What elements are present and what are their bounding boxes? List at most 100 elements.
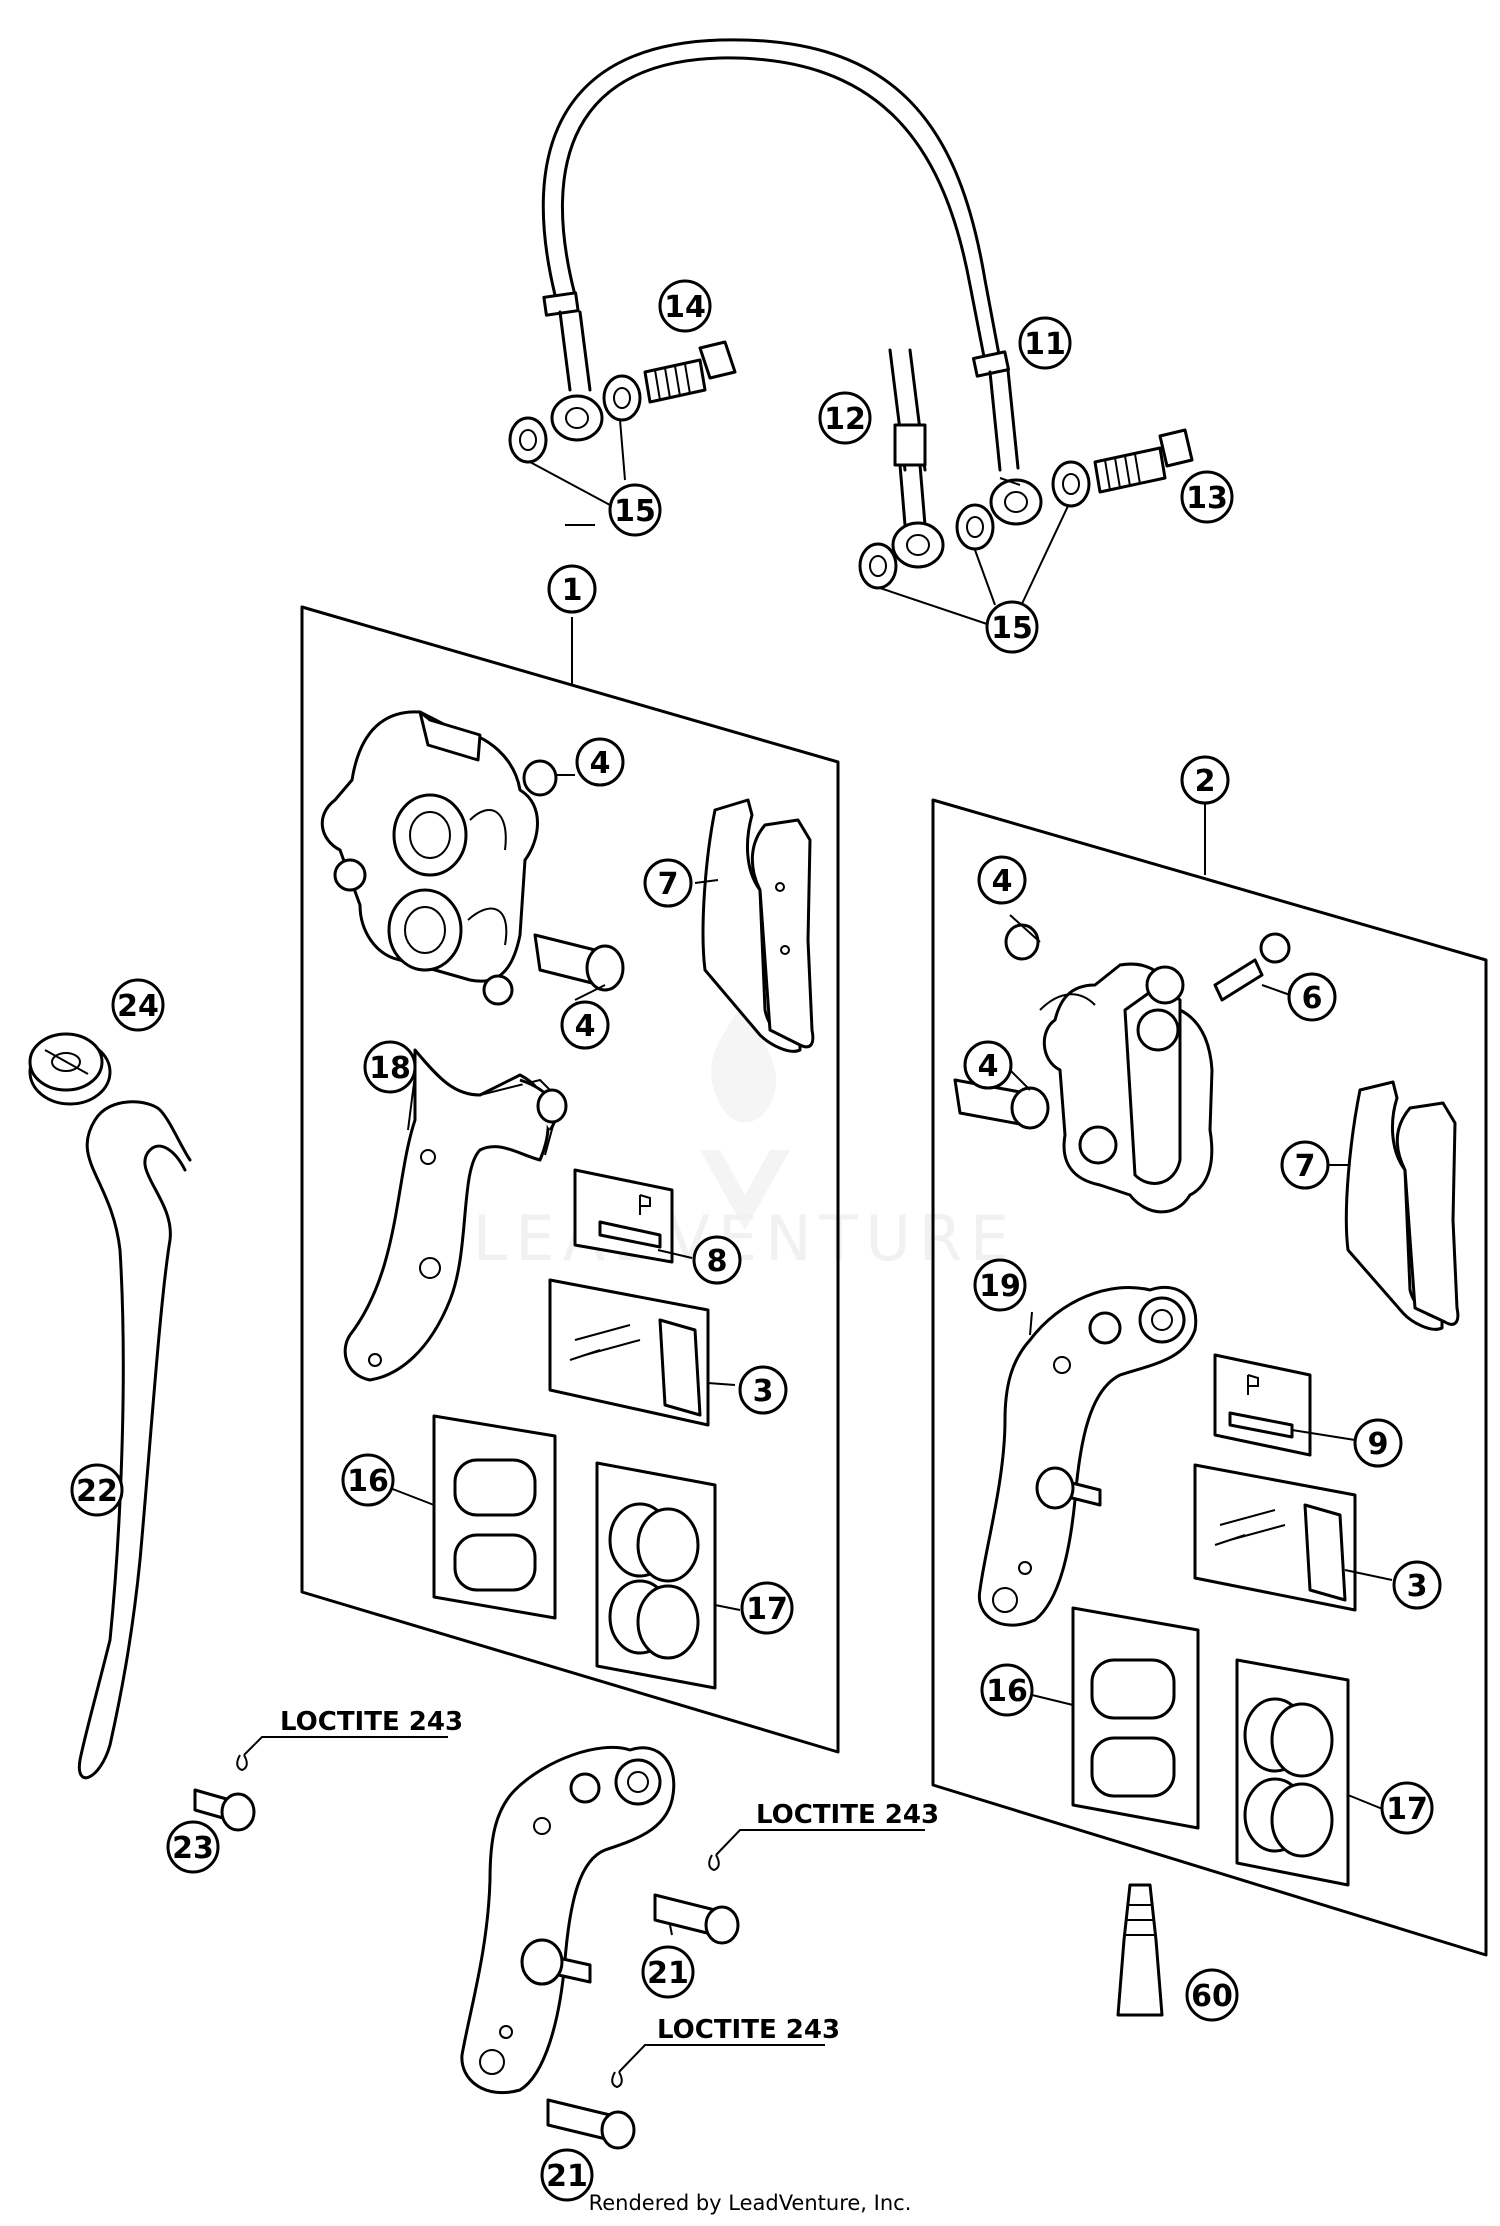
svg-text:16: 16 <box>986 1674 1028 1709</box>
callout-1: 1 <box>547 564 597 614</box>
callout-4: 4 <box>977 855 1027 905</box>
bleeder-valve-part-6 <box>1213 932 1291 1002</box>
callout-6: 6 <box>1287 972 1337 1022</box>
callout-4: 4 <box>575 737 625 787</box>
brake-hose-part-11 <box>541 38 1043 526</box>
svg-text:11: 11 <box>1024 327 1066 362</box>
banjo-bolt-part-14 <box>643 340 737 404</box>
leader-lines <box>243 477 1393 2073</box>
brake-line-part-12 <box>888 348 945 569</box>
callout-21: 21 <box>641 1945 695 1999</box>
svg-text:4: 4 <box>590 746 611 781</box>
svg-text:6: 6 <box>1302 981 1323 1016</box>
caliper-kit-panel-1 <box>300 605 840 1754</box>
caliper-bolt-part-4-b <box>953 1078 1050 1130</box>
loctite-note: LOCTITE 243 <box>756 1800 939 1830</box>
banjo-bolt-part-13 <box>1093 428 1194 494</box>
callout-18: 18 <box>363 1040 417 1094</box>
svg-text:2: 2 <box>1195 764 1216 799</box>
bolt-part-23 <box>193 1754 256 1832</box>
svg-text:9: 9 <box>1368 1427 1389 1462</box>
callout-8: 8 <box>692 1235 742 1285</box>
sealing-washers-part-15 <box>508 374 1091 626</box>
callout-12: 12 <box>818 391 872 445</box>
svg-text:12: 12 <box>824 402 866 437</box>
callout-21: 21 <box>540 2148 594 2202</box>
loctite-notes: LOCTITE 243 LOCTITE 243 LOCTITE 243 <box>280 1707 939 2045</box>
svg-text:13: 13 <box>1186 481 1228 516</box>
svg-text:60: 60 <box>1191 1979 1233 2014</box>
svg-text:4: 4 <box>978 1049 999 1084</box>
watermark-logo-icon <box>700 1000 790 1230</box>
svg-text:23: 23 <box>172 1831 214 1866</box>
seals-part-17-b <box>1235 1658 1350 1887</box>
svg-text:15: 15 <box>991 611 1033 646</box>
pistons-part-16 <box>432 1414 557 1620</box>
callout-4: 4 <box>560 1000 610 1050</box>
svg-text:16: 16 <box>347 1464 389 1499</box>
caliper-nut-part-4 <box>522 759 558 797</box>
callout-16: 16 <box>341 1453 395 1507</box>
svg-text:4: 4 <box>575 1009 596 1044</box>
callout-3: 3 <box>1392 1560 1442 1610</box>
callout-7: 7 <box>643 858 693 908</box>
grommet-part-24 <box>28 1032 112 1106</box>
callout-17: 17 <box>740 1581 794 1635</box>
svg-text:17: 17 <box>1386 1792 1428 1827</box>
callout-2: 2 <box>1180 755 1230 805</box>
svg-text:8: 8 <box>707 1244 728 1279</box>
callouts: 1 2 3 3 4 4 4 4 6 7 7 8 9 11 12 13 14 15… <box>70 279 1442 2202</box>
brake-pads-part-7-b <box>1344 1080 1460 1331</box>
callout-16: 16 <box>980 1663 1034 1717</box>
svg-text:21: 21 <box>546 2159 588 2194</box>
loctite-bottle-part-60 <box>1116 1883 1164 2017</box>
callout-19: 19 <box>973 1258 1027 1312</box>
safety-wire-part-22 <box>77 1100 192 1780</box>
callout-15: 15 <box>608 483 662 537</box>
svg-text:18: 18 <box>369 1051 411 1086</box>
callout-11: 11 <box>1018 316 1072 370</box>
decal-kit-part-3-b <box>1193 1463 1357 1612</box>
loctite-note: LOCTITE 243 <box>280 1707 463 1737</box>
callout-7: 7 <box>1280 1140 1330 1190</box>
callout-4: 4 <box>963 1040 1013 1090</box>
svg-text:4: 4 <box>992 864 1013 899</box>
svg-text:21: 21 <box>647 1956 689 1991</box>
caliper-bolt-part-4 <box>533 933 625 992</box>
pistons-part-16-b <box>1071 1606 1200 1830</box>
bolt-part-21-a <box>653 1854 740 1945</box>
brake-caliper-housing <box>320 710 539 1006</box>
svg-text:17: 17 <box>746 1592 788 1627</box>
callout-13: 13 <box>1180 470 1234 524</box>
callout-22: 22 <box>70 1463 124 1517</box>
callout-15: 15 <box>985 600 1039 654</box>
caliper-bracket-part-19 <box>977 1285 1198 1627</box>
callout-3: 3 <box>738 1365 788 1415</box>
brake-pads-part-7 <box>701 798 815 1053</box>
svg-text:7: 7 <box>658 867 679 902</box>
svg-text:3: 3 <box>1407 1569 1428 1604</box>
svg-text:15: 15 <box>614 494 656 529</box>
callout-9: 9 <box>1353 1418 1403 1468</box>
footer-credit: Rendered by LeadVenture, Inc. <box>589 2191 912 2215</box>
caliper-bracket-bottom <box>460 1745 676 2095</box>
brake-caliper-housing-b <box>1039 962 1214 1214</box>
watermark-text: LEADVENTURE <box>473 1202 1017 1275</box>
callout-24: 24 <box>111 978 165 1032</box>
callout-17: 17 <box>1380 1781 1434 1835</box>
pin-kit-part-9 <box>1213 1353 1312 1457</box>
pin-kit-part-8 <box>573 1168 674 1264</box>
svg-text:19: 19 <box>979 1269 1021 1304</box>
leadventure-watermark: LEADVENTURE <box>473 1000 1017 1275</box>
svg-text:7: 7 <box>1295 1149 1316 1184</box>
caliper-nut-part-4-b <box>1004 923 1040 961</box>
svg-text:14: 14 <box>664 290 706 325</box>
caliper-kit-panel-2 <box>931 798 1488 1957</box>
callout-14: 14 <box>658 279 712 333</box>
svg-text:1: 1 <box>562 573 583 608</box>
seals-part-17 <box>595 1461 717 1690</box>
svg-text:22: 22 <box>76 1474 118 1509</box>
callout-60: 60 <box>1185 1968 1239 2022</box>
caliper-bracket-part-18 <box>343 1048 568 1382</box>
